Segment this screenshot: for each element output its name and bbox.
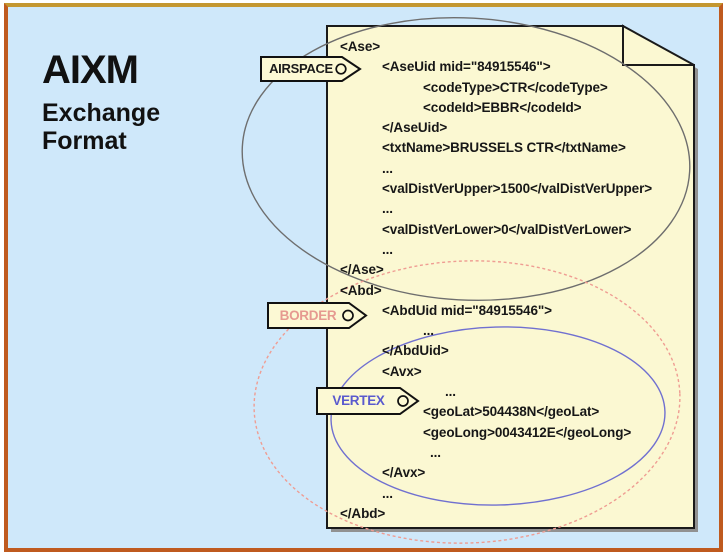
border-callout-shape (267, 302, 368, 329)
border-callout-label: BORDER (279, 308, 337, 323)
xml-line-valdistverlower: <valDistVerLower>0</valDistVerLower> (382, 221, 632, 237)
xml-line-ellipsis: ... (382, 201, 393, 217)
vertex-callout-label: VERTEX (332, 393, 385, 408)
vertex-callout-connector-icon (397, 395, 409, 407)
xml-line-ellipsis: ... (445, 384, 456, 400)
xml-line-ellipsis: ... (423, 323, 434, 339)
vertex-callout-shape (316, 387, 420, 415)
xml-line-ellipsis: ... (382, 160, 393, 176)
diagram-subtitle-line2: Format (42, 127, 127, 155)
xml-line-txtname: <txtName>BRUSSELS CTR</txtName> (382, 140, 626, 156)
xml-line-geolat: <geoLat>504438N</geoLat> (423, 404, 600, 420)
xml-line-avx-close: </Avx> (382, 465, 426, 481)
diagram-subtitle-line1: Exchange (42, 99, 161, 127)
xml-line-valdistverupper: <valDistVerUpper>1500</valDistVerUpper> (382, 181, 653, 197)
xml-line-abd-open: <Abd> (340, 282, 382, 298)
xml-line-ase-open: <Ase> (340, 39, 381, 54)
xml-line-aseuid-open: <AseUid mid="84915546"> (382, 59, 551, 75)
xml-line-abduid-close: </AbdUid> (382, 343, 449, 359)
xml-line-ellipsis: ... (382, 485, 393, 501)
document-fold-corner (622, 24, 695, 66)
border-callout-connector-icon (342, 309, 354, 322)
xml-line-ase-close: </Ase> (340, 262, 384, 278)
airspace-callout-shape (260, 56, 362, 82)
xml-line-abd-close: </Abd> (340, 505, 386, 521)
airspace-region-ellipse (241, 16, 691, 302)
airspace-callout-connector-icon (335, 63, 347, 75)
xml-line-geolong: <geoLong>0043412E</geoLong> (423, 424, 632, 440)
airspace-callout-label: AIRSPACE (269, 61, 333, 76)
xml-line-abduid-open: <AbdUid mid="84915546"> (382, 302, 552, 318)
xml-line-aseuid-close: </AseUid> (382, 120, 448, 136)
xml-line-codetype: <codeType>CTR</codeType> (423, 79, 608, 95)
xml-line-avx-open: <Avx> (382, 363, 422, 379)
diagram-title: AIXM (42, 48, 139, 92)
vertex-region-ellipse (330, 326, 666, 506)
xml-line-ellipsis: ... (382, 241, 393, 257)
xml-line-ellipsis: ... (430, 444, 441, 460)
border-region-ellipse (253, 260, 681, 544)
xml-line-codeid: <codeId>EBBR</codeId> (423, 99, 582, 115)
xml-code-listing: <Ase> <AseUid mid="84915546"> <codeType>… (340, 37, 710, 524)
